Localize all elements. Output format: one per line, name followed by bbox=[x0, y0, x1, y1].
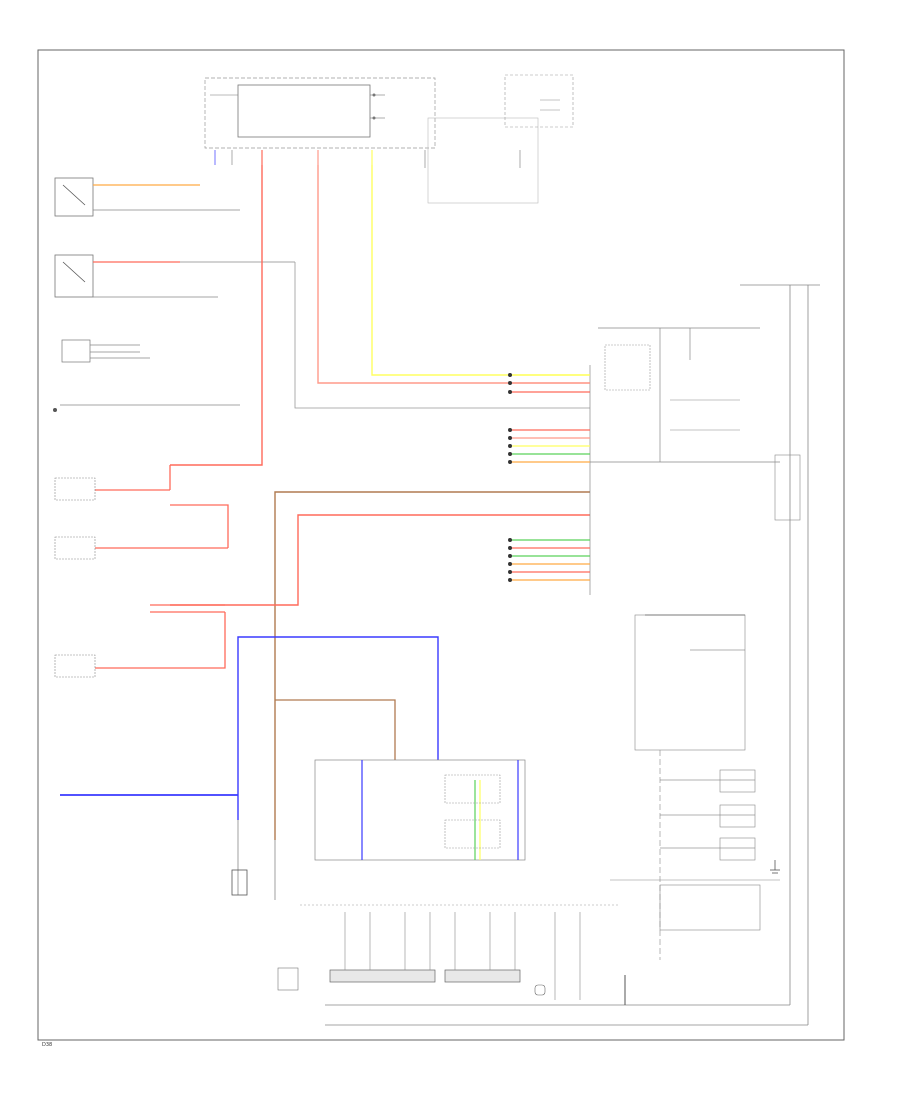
left-switch-1 bbox=[54, 177, 240, 217]
main-wires bbox=[60, 165, 590, 840]
right-upper-modules bbox=[590, 327, 801, 521]
right-connector-stack bbox=[508, 365, 591, 595]
bottom-left-component bbox=[231, 820, 276, 900]
left-connector-cluster bbox=[53, 339, 240, 412]
top-connector-pins bbox=[214, 150, 521, 168]
right-main-rails bbox=[325, 284, 820, 1026]
left-red-branches bbox=[95, 465, 229, 669]
top-module-right bbox=[427, 74, 574, 204]
right-lower-modules bbox=[610, 614, 780, 960]
top-module-left bbox=[204, 77, 436, 149]
bottom-center-module bbox=[314, 759, 526, 861]
left-switch-2 bbox=[54, 254, 295, 298]
footer-code: D38 bbox=[42, 1042, 52, 1048]
bottom-connector-blocks bbox=[277, 904, 626, 1005]
left-component-boxes bbox=[54, 477, 96, 678]
diagram-frame bbox=[37, 49, 845, 1041]
ground-symbols bbox=[770, 860, 780, 874]
